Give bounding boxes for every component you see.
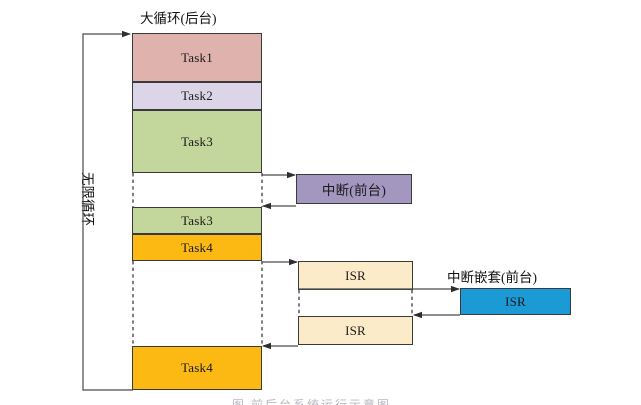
task-box-task1: Task1 [132, 33, 262, 82]
interrupt-box-label: 中断(前台) [321, 183, 387, 198]
loop-gap-6 [132, 261, 262, 346]
interrupt-box: 中断(前台) [296, 174, 412, 204]
loop-gap-3 [132, 173, 262, 207]
task-box-task3-label: Task3 [181, 133, 213, 149]
task-box-task2-label: Task2 [181, 88, 213, 103]
isr-box-2: ISR [298, 316, 413, 345]
task-box-task3: Task3 [132, 207, 262, 234]
figure-caption-clipped: 图 前后台系统运行示意图 [232, 398, 392, 405]
task-box-task1-label: Task1 [181, 49, 213, 65]
task-box-task4-label: Task4 [181, 360, 213, 375]
isr-box-1-label: ISR [345, 267, 366, 283]
task-box-task4: Task4 [132, 346, 262, 390]
task-box-task2: Task2 [132, 82, 262, 110]
task-box-task4-label: Task4 [181, 239, 213, 255]
task-box-task3-label: Task3 [181, 212, 213, 228]
title-background-loop: 大循环(后台) [140, 11, 217, 26]
isr-box-2-label: ISR [345, 322, 366, 338]
task-box-task3: Task3 [132, 110, 262, 173]
nested-isr-box-label: ISR [505, 293, 526, 309]
isr-box-1: ISR [298, 261, 413, 290]
task-box-task4: Task4 [132, 234, 262, 261]
nested-isr-box: ISR [460, 288, 571, 315]
label-infinite-loop: 无限循环 [80, 172, 95, 226]
title-nested-interrupt: 中断嵌套(前台) [447, 270, 537, 285]
